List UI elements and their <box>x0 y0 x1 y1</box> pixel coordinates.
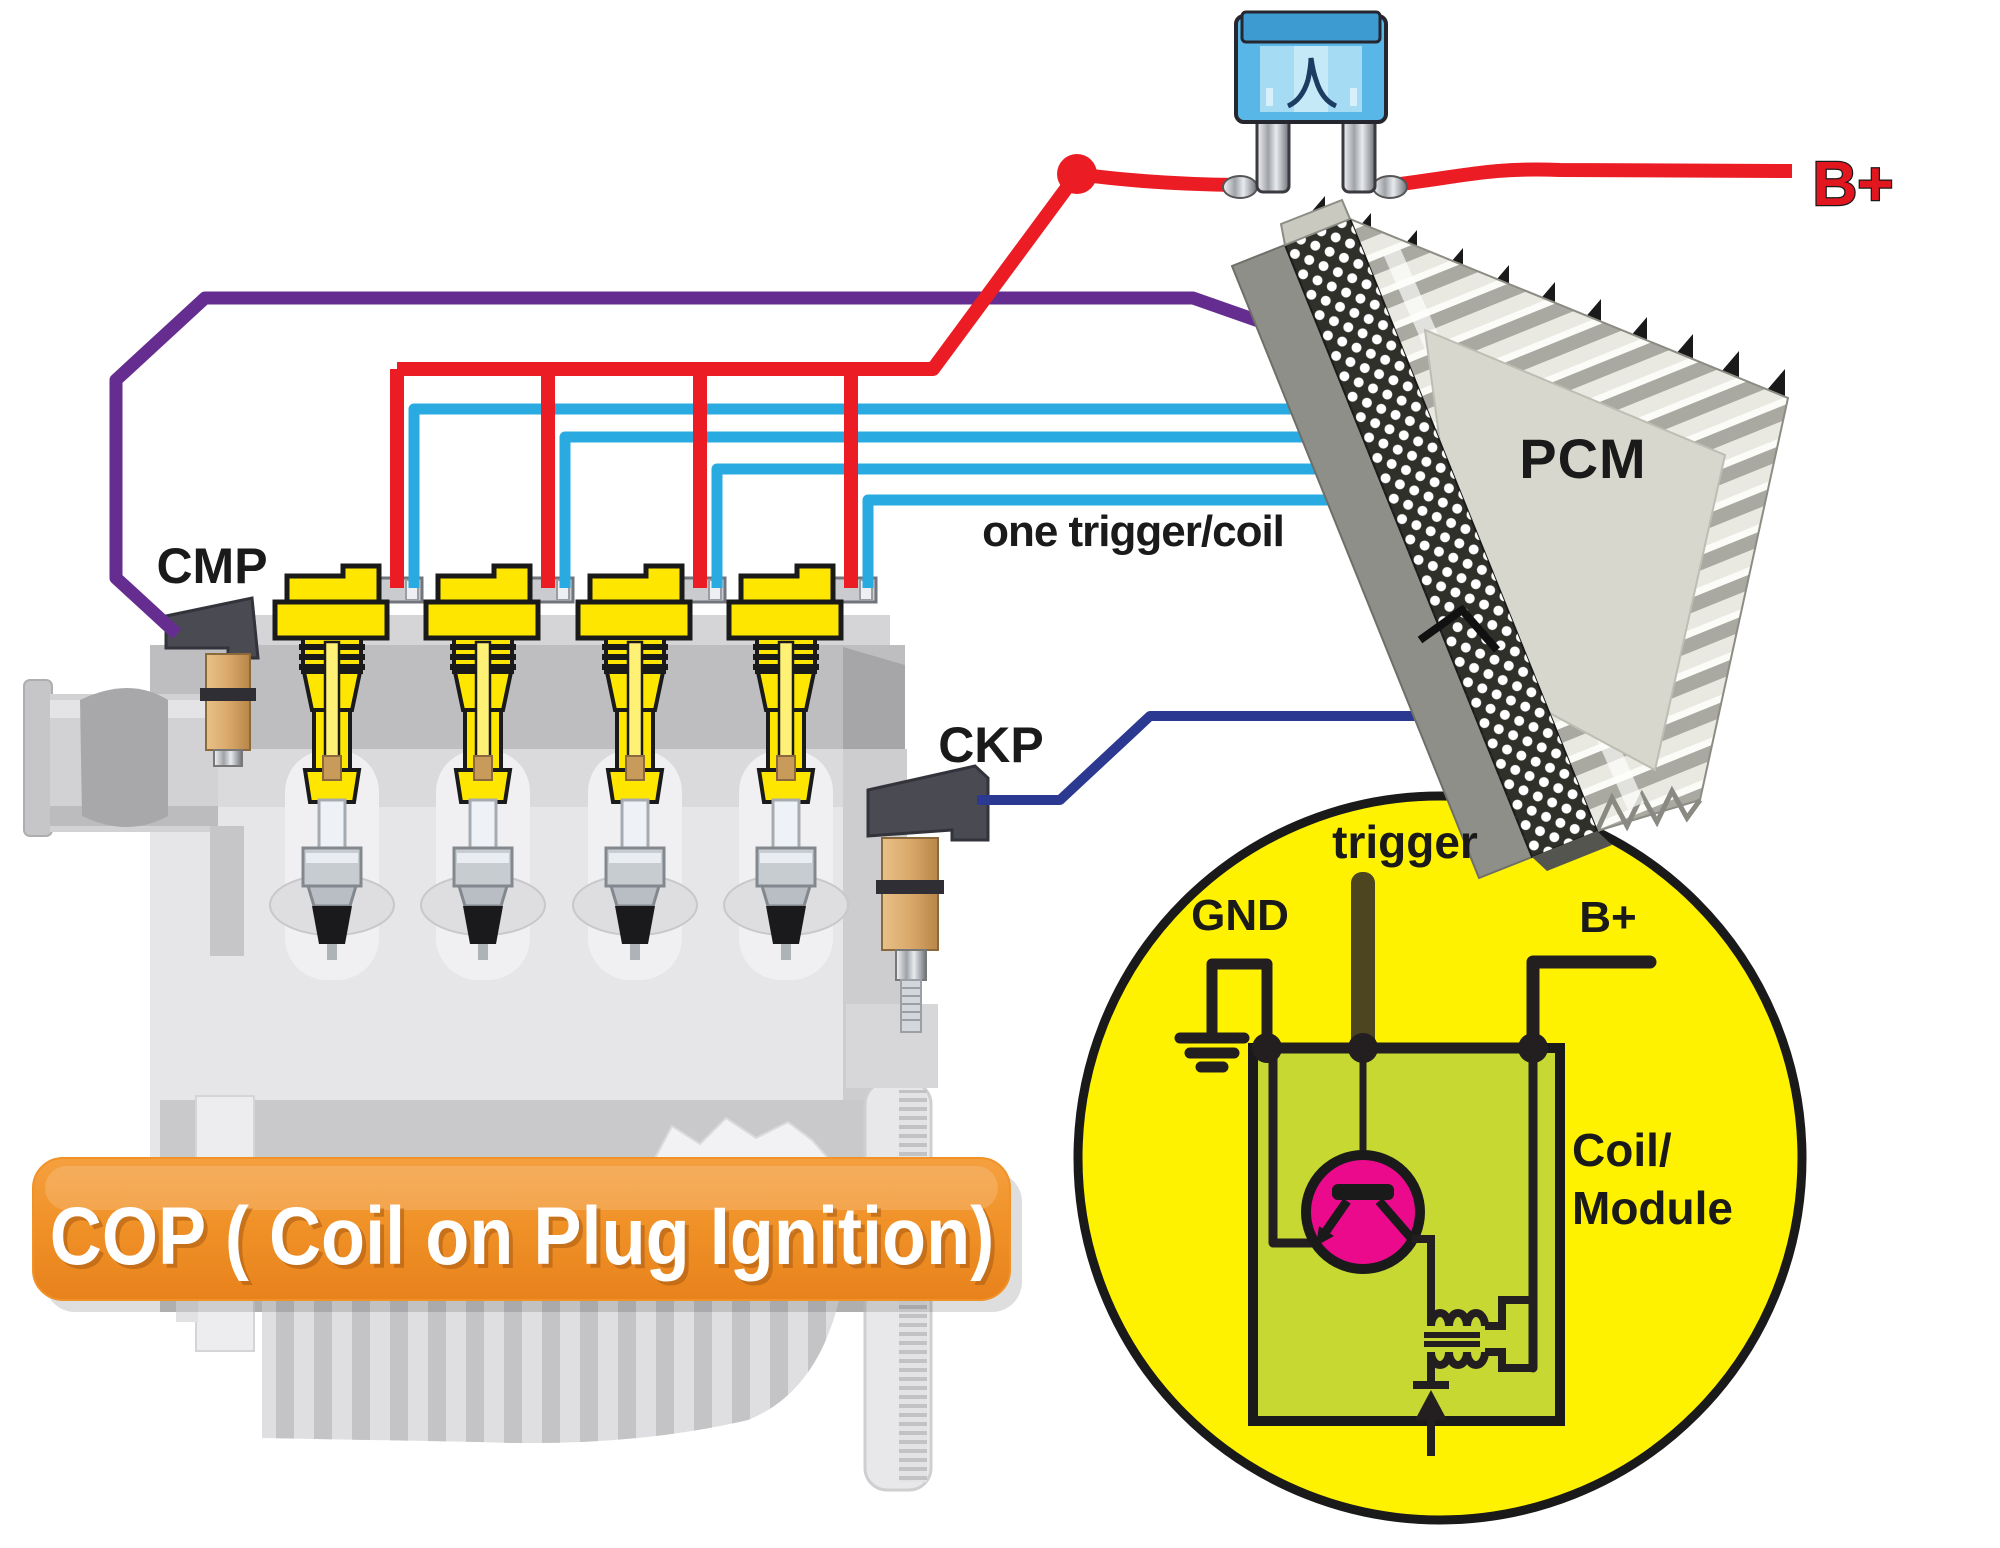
secondary-right-stub <box>1485 1348 1533 1372</box>
intake-flange <box>23 679 53 837</box>
ribbed-pan <box>262 1296 840 1444</box>
navy-wire-path <box>977 711 1477 805</box>
wire-junction-dot <box>1057 154 1097 194</box>
inset-b-plus-label: B+ <box>1579 893 1636 942</box>
trigger-wire-4 <box>862 494 1388 588</box>
fuse <box>1222 10 1408 199</box>
trigger-label: trigger <box>1332 816 1478 868</box>
trigger-wire-2 <box>559 431 1362 588</box>
fuse-slot <box>1350 88 1357 106</box>
connector-pins-icon <box>1285 219 1597 857</box>
b-plus-supply-wires <box>390 162 1793 588</box>
transistor-base-bar <box>1332 1184 1394 1200</box>
gnd-lead <box>1206 958 1273 1054</box>
b-plus-lead <box>1526 955 1657 1055</box>
throttle-body <box>80 688 168 827</box>
banner-bg <box>32 1157 1011 1301</box>
purple-wire-path <box>109 291 1327 639</box>
connector-latch-icon <box>1417 604 1501 653</box>
transistor-icon <box>1301 1150 1425 1274</box>
coil-trigger-wires <box>408 403 1388 588</box>
one-trigger-coil-note: one trigger/coil <box>982 507 1284 556</box>
cmp-label: CMP <box>156 538 267 594</box>
intake-support <box>210 826 244 956</box>
ckp-sensor <box>866 764 990 1033</box>
head-duct <box>843 647 905 749</box>
gnd-label: GND <box>1191 891 1289 940</box>
rib-stripes <box>276 1296 826 1444</box>
collector-out-wire <box>1412 1235 1435 1326</box>
fuse-slot <box>1266 88 1273 106</box>
red-to-battery <box>1391 162 1793 192</box>
transistor-collector <box>1375 1198 1416 1242</box>
fuse-leg-left <box>1255 116 1291 194</box>
emitter-return-wire <box>1268 1048 1321 1248</box>
primary-winding <box>1427 1309 1489 1327</box>
banner-gloss <box>45 1166 998 1210</box>
inset-circuit <box>1174 872 1657 1456</box>
red-to-fuse <box>1076 167 1239 192</box>
fuse-element-icon <box>1286 57 1338 109</box>
ckp-label: CKP <box>938 717 1044 773</box>
node-dot <box>1252 1033 1282 1063</box>
cmp-band <box>200 688 256 701</box>
banner-text-shadow: COP ( Coil on Plug Ignition) <box>54 1195 998 1286</box>
trigger-stem <box>1351 872 1375 1054</box>
title-banner: COP ( Coil on Plug Ignition) COP ( Coil … <box>32 1157 1022 1312</box>
cmp-tip <box>213 749 243 767</box>
cmp-barrel <box>205 653 251 751</box>
connector-bottom-cap <box>1532 831 1612 871</box>
battery-positive-label: B+ <box>1813 150 1894 219</box>
secondary-winding <box>1427 1351 1489 1369</box>
pcm-label: PCM <box>1519 427 1646 490</box>
coil-winding-icon <box>1412 1235 1533 1456</box>
fuse-leg-right <box>1341 116 1377 194</box>
coil-module-label-line1: Coil/ <box>1572 1124 1672 1176</box>
ckp-collar <box>895 949 927 981</box>
trigger-wire-3 <box>711 463 1375 588</box>
fuse-cap <box>1240 10 1382 44</box>
cmp-sensor <box>164 596 260 767</box>
ckp-signal-wire <box>977 711 1477 805</box>
ckp-threads <box>901 987 921 1021</box>
coil-module-label-line2: Module <box>1572 1182 1733 1234</box>
ckp-body <box>866 764 990 842</box>
ckp-mount <box>846 1004 938 1088</box>
fin-tips <box>1594 785 1703 833</box>
node-dot <box>1518 1033 1548 1063</box>
fuse-foot-right <box>1372 175 1408 199</box>
cmp-signal-wire <box>109 291 1327 639</box>
red-bus <box>397 169 1083 376</box>
intake-throttle <box>23 679 244 956</box>
core-bars <box>1424 1332 1480 1347</box>
diode-icon <box>1415 1390 1447 1420</box>
fuse-window-stripe <box>1294 46 1328 112</box>
emitter-arrow <box>1316 1226 1334 1246</box>
oil-pan-highlight <box>653 1116 831 1159</box>
primary-right-stub <box>1485 1296 1533 1330</box>
banner-text: COP ( Coil on Plug Ignition) <box>50 1191 994 1282</box>
node-dot <box>1348 1033 1378 1063</box>
ckp-band <box>876 880 944 894</box>
connector-top-cap <box>1279 198 1352 247</box>
ground-symbol-icon <box>1174 1032 1250 1073</box>
fuse-foot-left <box>1222 175 1258 199</box>
trigger-wire-1 <box>408 403 1351 588</box>
pcm-module: PCM <box>1230 196 1790 880</box>
